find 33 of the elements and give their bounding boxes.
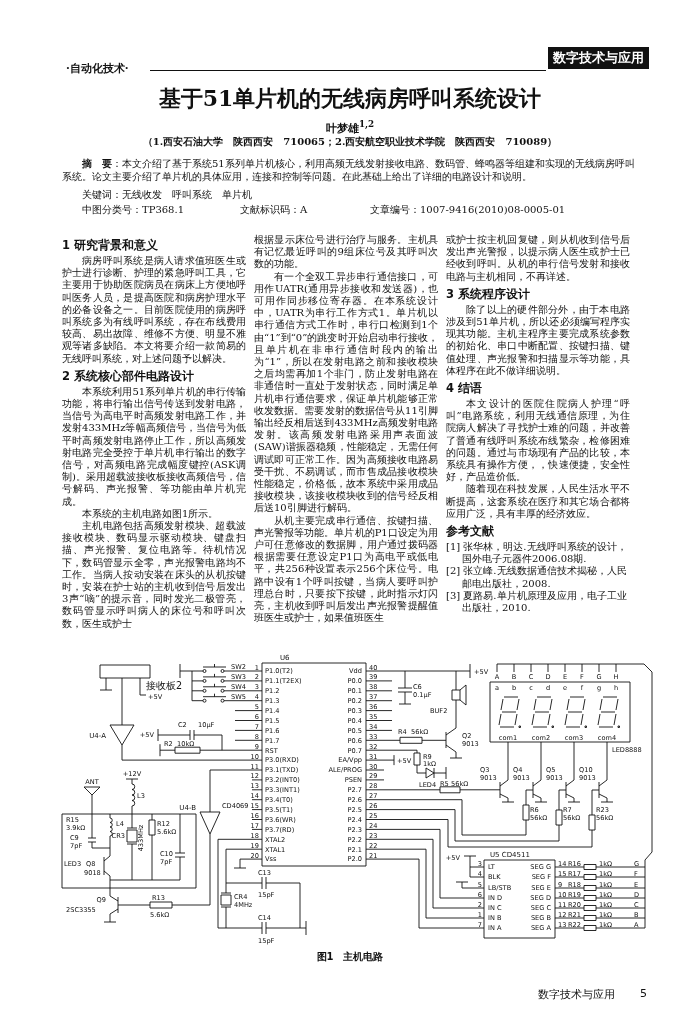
- document-code: 文献标识码：A: [240, 203, 308, 217]
- abstract-text: 摘 要：本文介绍了基于系统51系列单片机核心，利用高频无线发射接收电路、数码管、蜂鸣器等组建和实现的无线病房呼叫系统。论文主要介绍了单片机的具体应用，连接和控制等问题。在此基础上给出了详细的电路设计和说明。: [62, 157, 636, 183]
- reference-entry: [2] 张立峰.无线数据通信技术揭秘，人民邮电出版社，2008.: [446, 565, 628, 590]
- page-number: 5: [640, 987, 647, 1000]
- body-paragraph: 从机主要完成串行通信、按键扫描、声光警报等功能。单片机的P1口设定为用户可任意修改的数据脚，用户通过拨码器根据需要任意设定P1口为高电平或低电平，共256种设置表示256个床位号。电路中设有1个呼叫按键，当病人要呼叫护理总台时，只要按下按键，此时指示灯闪亮，主机收到呼叫后发出声光报警提醒值班医生或护士，如果值班医生: [254, 514, 438, 625]
- section-heading: 参考文献: [446, 524, 495, 540]
- classification-number: 中图分类号：TP368.1: [82, 203, 185, 217]
- body-paragraph: 或护士按主机回复键，则从机收到信号后发出声光警报，以提示病人医生或护士已经收到呼叫。从机的串行信号发射和接收电路与主机相同，不再详述。: [446, 234, 630, 283]
- component-label: 接收板2: [146, 680, 183, 691]
- body-paragraph: 随着现在科技发展，人民生活水平不断提高，这套系统在医疗和其它场合都将应用广泛，具有丰厚的经济效应。: [446, 483, 630, 521]
- article-title: 基于51单片机的无线病房呼叫系统设计: [158, 84, 542, 113]
- reference-entry: [1] 张华林，明达.无线呼叫系统的设计，国外电子元器件2006.08期.: [446, 541, 628, 565]
- body-paragraph: 本系统利用51系列单片机的串行传输功能，将串行输出信号传送到发射电路，当信号为高电平时高频发射电路工作，并发射433MHz等幅高频信号，当信号为低平时高频发射电路停止工作，所以高频发射电路完全受控于单片机串行输出的数字信号，对高频电路完成幅度键控(ASK调制)。采用超载波接收板接收高频信号，信号解码、声光报警、等功能由单片机完成。: [62, 385, 246, 508]
- body-paragraph: 病房呼叫系统是病人请求值班医生或护士进行诊断、护理的紧急呼叫工具，它主要用于协助医院病员在病床上方便地呼叫医务人员，是提高医院和病房护理水平的必备设备之一。目前医院使用的病房呼叫系统多为有线呼叫系统，存在布线费用较高、易出故障、维修不方便、明显不雅观等诸多缺陷。本文将要介绍一款简易的无线呼叫系统，对上述问题予以解决。: [62, 255, 246, 365]
- body-paragraph: 除了以上的硬件部分外，由于本电路涉及到51单片机，所以还必须编写程序实现其功能。主机主程序主要完成系统参数的初始化、串口中断配置、按键扫描、键值处理、声光报警和扫描显示等功能，具体程序在此不做详细说明。: [446, 303, 630, 378]
- reference-entry: [3] 夏路易.单片机原理及应用，电子工业出版社，2010.: [446, 589, 628, 615]
- body-paragraph: 有一个全双工异步串行通信接口，可用作UATR(通用异步接收和发送器)，也可用作同步移位寄存器。在本系统设计中，UATR为串行工作方式1。单片机以串行通信方式工作时，串行口检测到1个由“1”到“0”的跳变时开始启动串行接收，且单片机在非串行通信时段内的输出为“1”，所以在发射电路之前和接收模块之后均需再加1个非门，防止发射电路在非通信时一直处于发射状态，同时满足单片机串行通信要求，保证单片机能够正常收发数据。需要发射的数据信号从11引脚输出经反相后送到433MHz高频发射电路发射。该高频发射电路采用声表面波(SAW)谐振器稳频，性能稳定，无需任何调试即可正常工作。因为高频接收电路易受干扰、不易调试，而市售成品接收模块性能稳定，价格低，故本系统中采用成品接收模块，该接收模块收到的信号经反相后送10引脚进行解码。: [254, 270, 438, 515]
- body-paragraph: 本系统的主机电路如图1所示。: [81, 507, 220, 520]
- journal-name: 数字技术与应用: [538, 987, 615, 1002]
- section-label: ·自动化技术·: [66, 61, 129, 76]
- journal-badge: 数字技术与应用: [548, 47, 649, 69]
- section-heading: 4 结语: [446, 381, 483, 397]
- author-affiliation: （1.西安石油大学 陕西西安 710065；2.西安航空职业技术学院 陕西西安 710089）: [142, 135, 558, 149]
- article-number: 文章编号：1007-9416(2010)08-0005-01: [370, 203, 566, 217]
- section-heading: 1 研究背景和意义: [62, 238, 159, 253]
- body-paragraph: 根据显示床位号进行治疗与服务。主机具有记忆最近呼叫的9组床位号及其呼叫次数的功能。: [254, 234, 438, 271]
- body-paragraph: 本文设计的医院住院病人护理“呼叫”电路系统，利用无线通信原理，为住院病人解决了寻找护士难的问题，并改善了普通有线呼叫系统布线繁杂，检修困难的问题。通过与市场现有产品的比较，本系统具有操作方便，，快速便捷，安全性好，产品造价低。: [446, 398, 630, 483]
- section-heading: 2 系统核心部件电路设计: [62, 368, 195, 384]
- figure-caption: 图1 主机电路: [316, 950, 384, 964]
- body-paragraph: 主机电路包括高频发射模块、超载波接收模块、数码显示驱动模块、键盘扫描、声光报警、复位电路等。待机情况下，数码管显示全零，声光报警电路均不工作。当病人按动安装在床头的从机按键时，安装在护士站的主机收到信号后发出3声“嘀”的提示音，同时发光二极管亮，数码管显示呼叫病人的床位号和呼叫次数，医生或护士: [62, 520, 246, 630]
- keywords-text: 关键词：无线收发 呼叫系统 单片机: [82, 188, 252, 202]
- author-name: 叶梦雄$^{1,2}$: [325, 119, 375, 136]
- section-heading: 3 系统程序设计: [446, 286, 531, 302]
